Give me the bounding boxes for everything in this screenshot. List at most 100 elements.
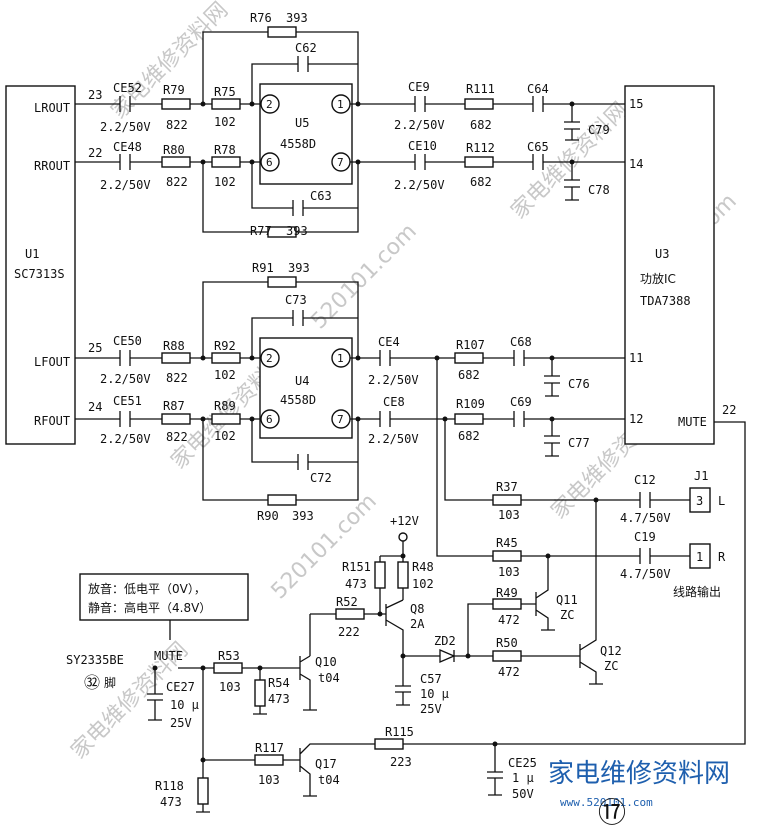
r111-ref: R111 <box>466 82 495 96</box>
r75-ref: R75 <box>214 85 236 99</box>
u4-section: 2 1 6 7 <box>75 276 746 745</box>
r89-ref: R89 <box>214 399 236 413</box>
u4-name: 4558D <box>280 393 316 407</box>
mute-note-line1: 放音：低电平（0V）， <box>88 581 206 596</box>
r88-value: 822 <box>166 371 188 385</box>
ce9-ref: CE9 <box>408 80 430 94</box>
r115-ref: R115 <box>385 725 414 739</box>
r78-ref: R78 <box>214 143 236 157</box>
j1-ref: J1 <box>694 469 708 483</box>
r49-value: 472 <box>498 613 520 627</box>
u1-pin-lrout: LROUT <box>34 101 70 115</box>
mute-note-line2: 静音：高电平（4.8V） <box>88 600 211 615</box>
r90-value: 393 <box>292 509 314 523</box>
vcc-label: +12V <box>390 514 419 528</box>
q11-value: ZC <box>560 608 574 622</box>
r45-value: 103 <box>498 565 520 579</box>
r109-ref: R109 <box>456 397 485 411</box>
r37-ref: R37 <box>496 480 518 494</box>
u3-pin-number: 22 <box>722 403 736 417</box>
r45-ref: R45 <box>496 536 518 550</box>
c79-ref: C79 <box>588 123 610 137</box>
r112-ref: R112 <box>466 141 495 155</box>
u4-pin-label: 1 <box>337 352 344 365</box>
u3-ref: U3 <box>655 247 669 261</box>
c57-value-cap: 10 μ <box>420 687 449 701</box>
pin-word: 脚 <box>104 675 116 690</box>
u1-pin-number: 25 <box>88 341 102 355</box>
ce27-value-cap: 10 μ <box>170 698 199 712</box>
j1-pin1: 1 <box>696 550 703 564</box>
ce50-value: 2.2/50V <box>100 372 151 386</box>
ce4-ref: CE4 <box>378 335 400 349</box>
r48-value: 102 <box>412 577 434 591</box>
ce10-ref: CE10 <box>408 139 437 153</box>
c12-value: 4.7/50V <box>620 511 671 525</box>
q17-ref: Q17 <box>315 757 337 771</box>
r75-value: 102 <box>214 115 236 129</box>
c73-ref: C73 <box>285 293 307 307</box>
r151-ref: R151 <box>342 560 371 574</box>
r48-ref: R48 <box>412 560 434 574</box>
q10-ref: Q10 <box>315 655 337 669</box>
u4-pin-label: 7 <box>337 413 344 426</box>
r91-ref: R91 <box>252 261 274 275</box>
c68-ref: C68 <box>510 335 532 349</box>
u4-pin-label: 2 <box>266 352 273 365</box>
r151-value: 473 <box>345 577 367 591</box>
r117-value: 103 <box>258 773 280 787</box>
ce4-value: 2.2/50V <box>368 373 419 387</box>
u5-pin-label: 7 <box>337 156 344 169</box>
r89-value: 102 <box>214 429 236 443</box>
c19-value: 4.7/50V <box>620 567 671 581</box>
c57-ref: C57 <box>420 672 442 686</box>
u1-pin-rrout: RROUT <box>34 159 70 173</box>
r76-ref: R76 <box>250 11 272 25</box>
figure-number: ⑰ <box>598 796 626 827</box>
brand-url: www.520101.com <box>560 796 653 809</box>
r52-ref: R52 <box>336 595 358 609</box>
q8-ref: Q8 <box>410 602 424 616</box>
u5-section: 2 1 6 7 <box>75 26 625 238</box>
c65-ref: C65 <box>527 140 549 154</box>
c19-ref: C19 <box>634 530 656 544</box>
r80-value: 822 <box>166 175 188 189</box>
u3-pin-mute: MUTE <box>678 415 707 429</box>
r107-ref: R107 <box>456 338 485 352</box>
u4-pin-label: 6 <box>266 413 273 426</box>
u5-pin-label: 1 <box>337 98 344 111</box>
c78-ref: C78 <box>588 183 610 197</box>
c69-ref: C69 <box>510 395 532 409</box>
u3-pin-number: 14 <box>629 157 643 171</box>
u1-pin-number: 23 <box>88 88 102 102</box>
ce51-ref: CE51 <box>113 394 142 408</box>
r87-ref: R87 <box>163 399 185 413</box>
ce25-ref: CE25 <box>508 756 537 770</box>
r92-ref: R92 <box>214 339 236 353</box>
r53-ref: R53 <box>218 649 240 663</box>
u1-name: SC7313S <box>14 267 65 281</box>
r50-ref: R50 <box>496 636 518 650</box>
r80-ref: R80 <box>163 143 185 157</box>
r109-value: 682 <box>458 429 480 443</box>
watermark-site-url: 520101.com <box>307 219 422 334</box>
ce25-value-volt: 50V <box>512 787 534 801</box>
pin32-marker: ㉜ <box>84 673 100 692</box>
ce25-value-cap: 1 μ <box>512 771 534 785</box>
ce52-ref: CE52 <box>113 81 142 95</box>
r115-value: 223 <box>390 755 412 769</box>
u1-ref: U1 <box>25 247 39 261</box>
ce48-ref: CE48 <box>113 140 142 154</box>
ce8-value: 2.2/50V <box>368 432 419 446</box>
r112-value: 682 <box>470 175 492 189</box>
brand-watermark: 家电维修资料网 <box>548 759 730 789</box>
r77-ref: R77 <box>250 224 272 238</box>
q12-value: ZC <box>604 659 618 673</box>
u3-pin-number: 15 <box>629 97 643 111</box>
ce27-value-volt: 25V <box>170 716 192 730</box>
line-output-label: 线路输出 <box>673 584 721 599</box>
c63-ref: C63 <box>310 189 332 203</box>
ce50-ref: CE50 <box>113 334 142 348</box>
ce52-value: 2.2/50V <box>100 120 151 134</box>
